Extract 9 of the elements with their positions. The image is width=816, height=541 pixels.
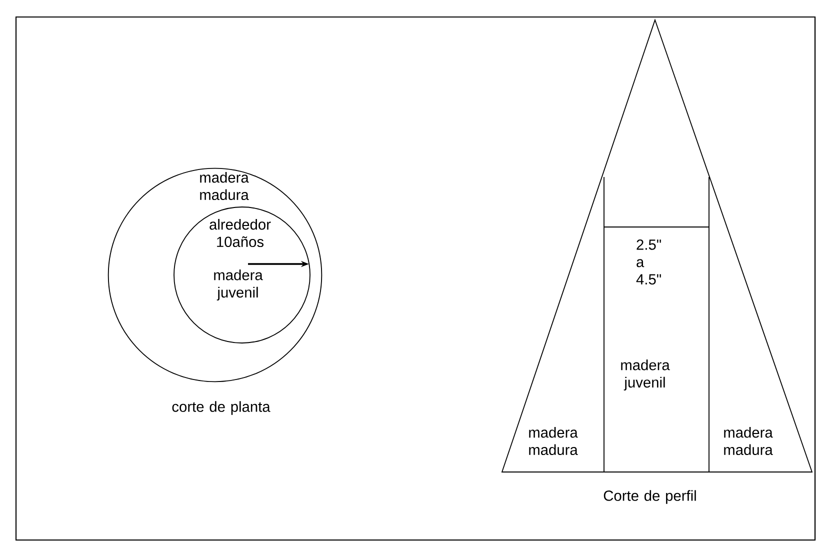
region-label: madera juvenil	[621, 360, 670, 390]
region-label: madera juvenil	[214, 270, 263, 300]
region-label: madera madura	[529, 426, 578, 456]
region-label: 2.5" a 4.5"	[636, 239, 661, 285]
caption: corte de planta	[172, 401, 270, 415]
caption: Corte de perfil	[604, 490, 696, 504]
region-label: madera madura	[200, 172, 249, 200]
region-label: madera madura	[724, 426, 773, 456]
region-label: alrededor 10años	[210, 218, 271, 248]
